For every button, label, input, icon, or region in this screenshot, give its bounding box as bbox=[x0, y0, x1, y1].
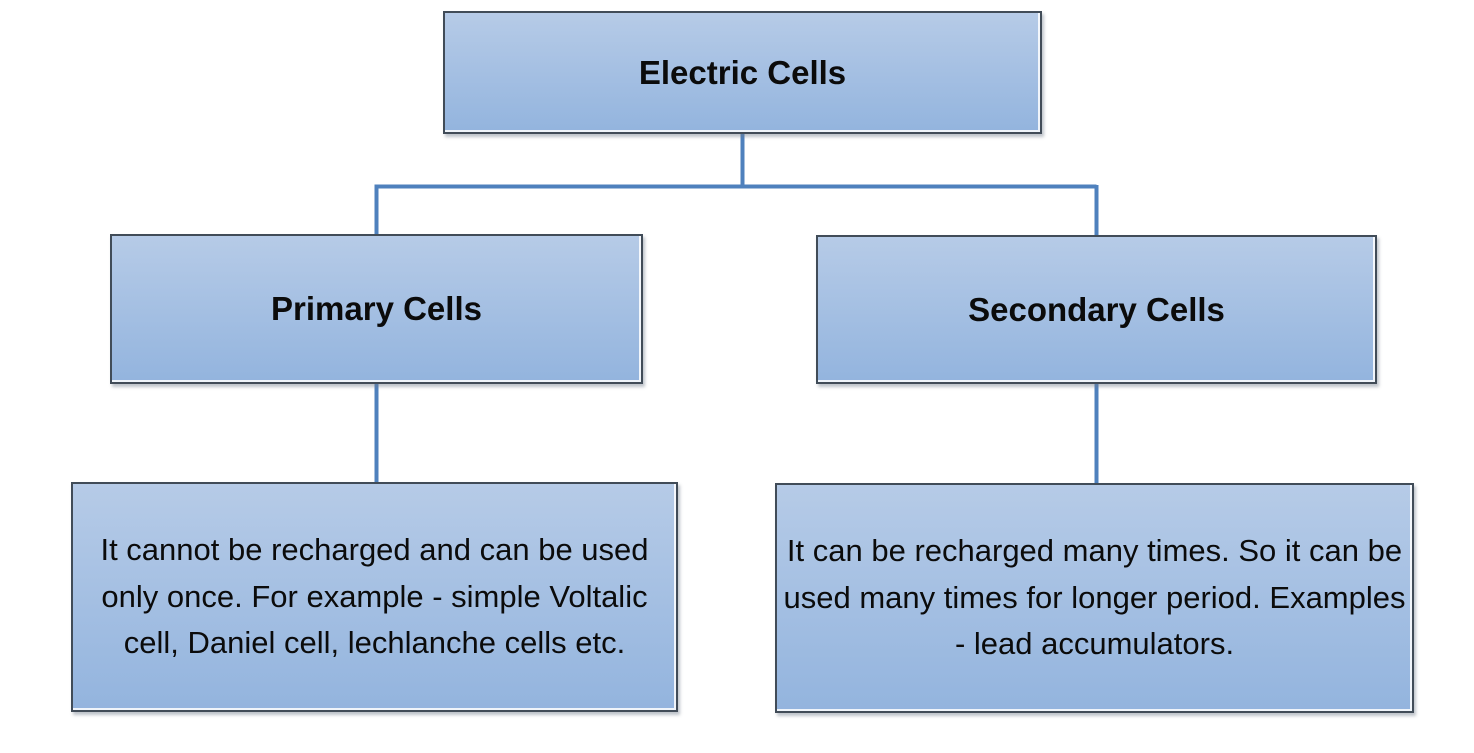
node-electric-cells: Electric Cells bbox=[443, 11, 1042, 134]
node-primary-cells: Primary Cells bbox=[110, 234, 643, 384]
node-primary-cells-label: Primary Cells bbox=[271, 290, 482, 327]
node-secondary-cells: Secondary Cells bbox=[816, 235, 1377, 384]
node-secondary-cells-label: Secondary Cells bbox=[968, 290, 1225, 328]
node-secondary-cells-description: It can be recharged many times. So it ca… bbox=[775, 483, 1414, 713]
secondary-cells-description-text: It can be recharged many times. So it ca… bbox=[783, 533, 1406, 662]
node-electric-cells-label: Electric Cells bbox=[638, 53, 847, 91]
node-primary-cells-description: It cannot be recharged and can be used o… bbox=[71, 482, 678, 712]
primary-cells-description-text: It cannot be recharged and can be used o… bbox=[100, 532, 649, 661]
